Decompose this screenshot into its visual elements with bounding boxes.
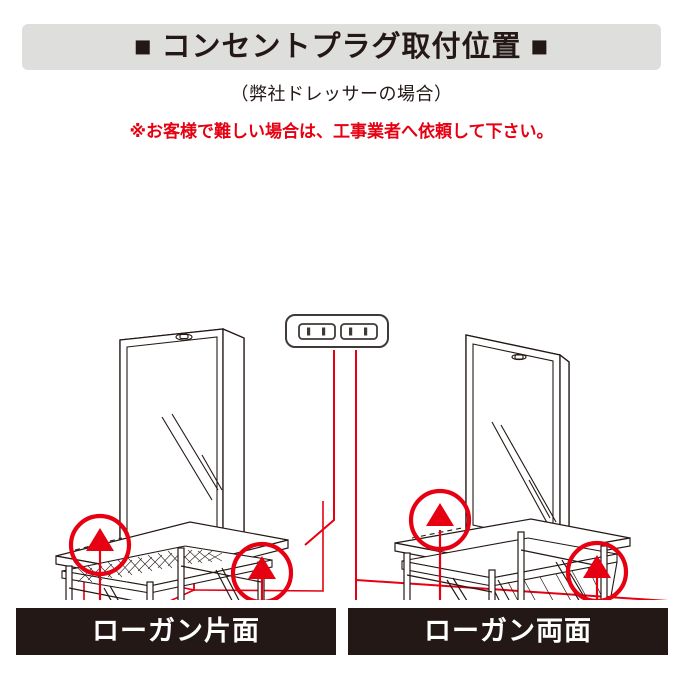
- left-mirror-glass: [126, 336, 218, 549]
- right-mirror-top-catch: [511, 353, 527, 361]
- left-callout-2: [230, 541, 294, 600]
- outlet-socket-1: [298, 323, 336, 340]
- subtitle-text: （弊社ドレッサーの場合）: [230, 84, 453, 104]
- left-mirror-reflection: [161, 413, 223, 501]
- right-shelf-grid: [507, 567, 603, 600]
- header-banner: ■ コンセントプラグ取付位置 ■: [22, 24, 661, 70]
- left-dresser-illustration: [55, 328, 324, 600]
- right-side-stretcher: [406, 549, 605, 593]
- illustration-area: [0, 150, 683, 600]
- left-mirror-top-catch: [175, 333, 193, 341]
- caption-bar-left: ローガン片面: [16, 608, 336, 655]
- right-callout-1: [408, 488, 472, 600]
- right-dresser-illustration: [394, 334, 631, 600]
- right-callout-2: [565, 540, 629, 600]
- caption-label-left: ローガン片面: [92, 616, 260, 646]
- right-mirror-reflection: [491, 421, 557, 531]
- page-title: ■ コンセントプラグ取付位置 ■: [133, 30, 550, 63]
- left-callout-1: [68, 513, 132, 600]
- outlet-socket-2: [340, 323, 378, 340]
- warning-note: ※お客様で難しい場合は、工事業者へ依頼して下さい。: [129, 122, 554, 141]
- right-mirror-glass: [472, 343, 554, 544]
- left-side-stretcher: [68, 565, 262, 600]
- left-diagonal-braces: [103, 567, 240, 600]
- power-outlet-strip: [285, 314, 389, 348]
- caption-label-right: ローガン両面: [424, 616, 592, 646]
- left-cable-slot: [74, 537, 123, 551]
- caption-bar-right: ローガン両面: [348, 608, 668, 655]
